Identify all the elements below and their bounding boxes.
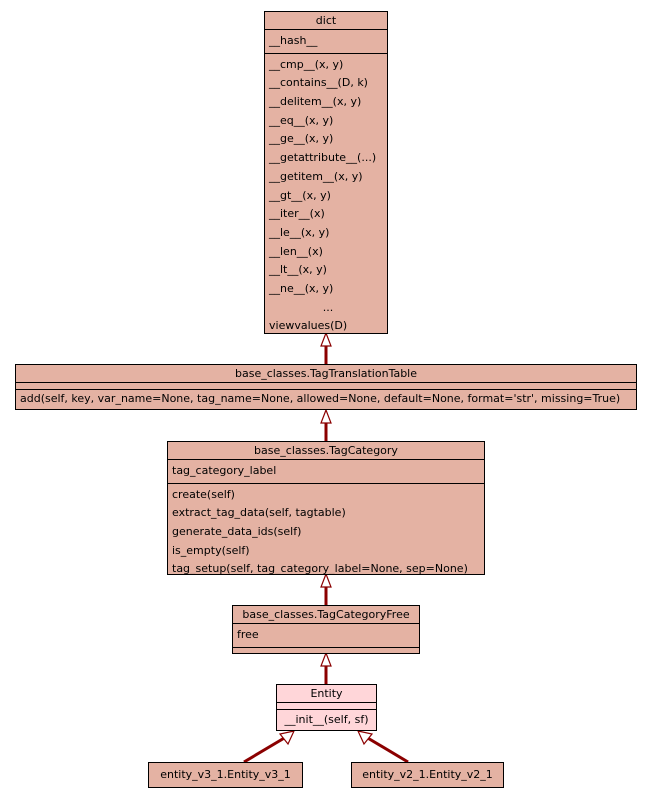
- arrowhead-ttt: [320, 408, 332, 424]
- method: __eq__(x, y): [269, 113, 334, 127]
- attributes-section: [277, 702, 376, 709]
- attributes-section: free: [233, 623, 419, 647]
- arrowhead-tc: [320, 572, 332, 588]
- method: __gt__(x, y): [269, 188, 331, 202]
- arrowhead-dict: [320, 331, 332, 347]
- method: __len__(x): [269, 244, 323, 258]
- attributes-section: [16, 382, 636, 389]
- methods-section: add(self, key, var_name=None, tag_name=N…: [16, 389, 636, 409]
- arrowhead-entity-left: [278, 730, 296, 746]
- method: __le__(x, y): [269, 225, 330, 239]
- class-tag-translation-table[interactable]: base_classes.TagTranslationTable add(sel…: [15, 364, 637, 410]
- method: __contains__(D, k): [269, 76, 368, 90]
- class-entity-v2-1[interactable]: entity_v2_1.Entity_v2_1: [351, 762, 504, 788]
- method: __iter__(x): [269, 207, 325, 221]
- class-title: dict: [315, 14, 337, 27]
- method: __ne__(x, y): [269, 281, 334, 295]
- attributes-section: tag_category_label: [168, 459, 484, 483]
- arrowhead-entity-right: [356, 730, 374, 746]
- methods-section: create(self) extract_tag_data(self, tagt…: [168, 482, 484, 581]
- attribute: free: [237, 628, 259, 641]
- method: extract_tag_data(self, tagtable): [172, 506, 346, 520]
- method: __getitem__(x, y): [269, 169, 363, 183]
- methods-section: __cmp__(x, y) __contains__(D, k) __delit…: [265, 52, 387, 338]
- method: generate_data_ids(self): [172, 525, 302, 539]
- class-entity-v3-1[interactable]: entity_v3_1.Entity_v3_1: [148, 762, 303, 788]
- method: __lt__(x, y): [269, 263, 327, 277]
- method: create(self): [172, 487, 235, 501]
- method: __getattribute__(...): [269, 151, 377, 165]
- class-title: entity_v2_1.Entity_v2_1: [362, 768, 493, 781]
- methods-section: __init__(self, sf): [277, 709, 376, 730]
- method: is_empty(self): [172, 543, 250, 557]
- arrowhead-tcf: [320, 651, 332, 667]
- attribute: tag_category_label: [172, 464, 277, 477]
- class-title: base_classes.TagTranslationTable: [234, 367, 418, 380]
- method: __ge__(x, y): [269, 132, 334, 146]
- class-title: base_classes.TagCategory: [254, 444, 398, 457]
- method: __delitem__(x, y): [269, 95, 362, 109]
- class-title: base_classes.TagCategoryFree: [242, 608, 410, 621]
- class-dict[interactable]: dict __hash__ __cmp__(x, y) __contains__…: [264, 11, 388, 334]
- methods-section: [233, 646, 419, 654]
- method: tag_setup(self, tag_category_label=None,…: [172, 562, 468, 576]
- class-tag-category-free[interactable]: base_classes.TagCategoryFree free: [232, 605, 420, 654]
- method: add(self, key, var_name=None, tag_name=N…: [20, 392, 621, 405]
- method-ellipsis: ...: [322, 300, 334, 314]
- method: viewvalues(D): [269, 319, 348, 333]
- attribute: __hash__: [269, 34, 318, 47]
- method: __cmp__(x, y): [269, 57, 344, 71]
- method: __init__(self, sf): [284, 713, 369, 726]
- class-title: Entity: [310, 687, 343, 700]
- edge-v3-entity: [243, 735, 287, 764]
- class-title: entity_v3_1.Entity_v3_1: [160, 768, 291, 781]
- edge-v2-entity: [365, 735, 409, 764]
- class-entity[interactable]: Entity __init__(self, sf): [276, 684, 377, 731]
- attributes-section: __hash__: [265, 29, 387, 53]
- class-tag-category[interactable]: base_classes.TagCategory tag_category_la…: [167, 441, 485, 575]
